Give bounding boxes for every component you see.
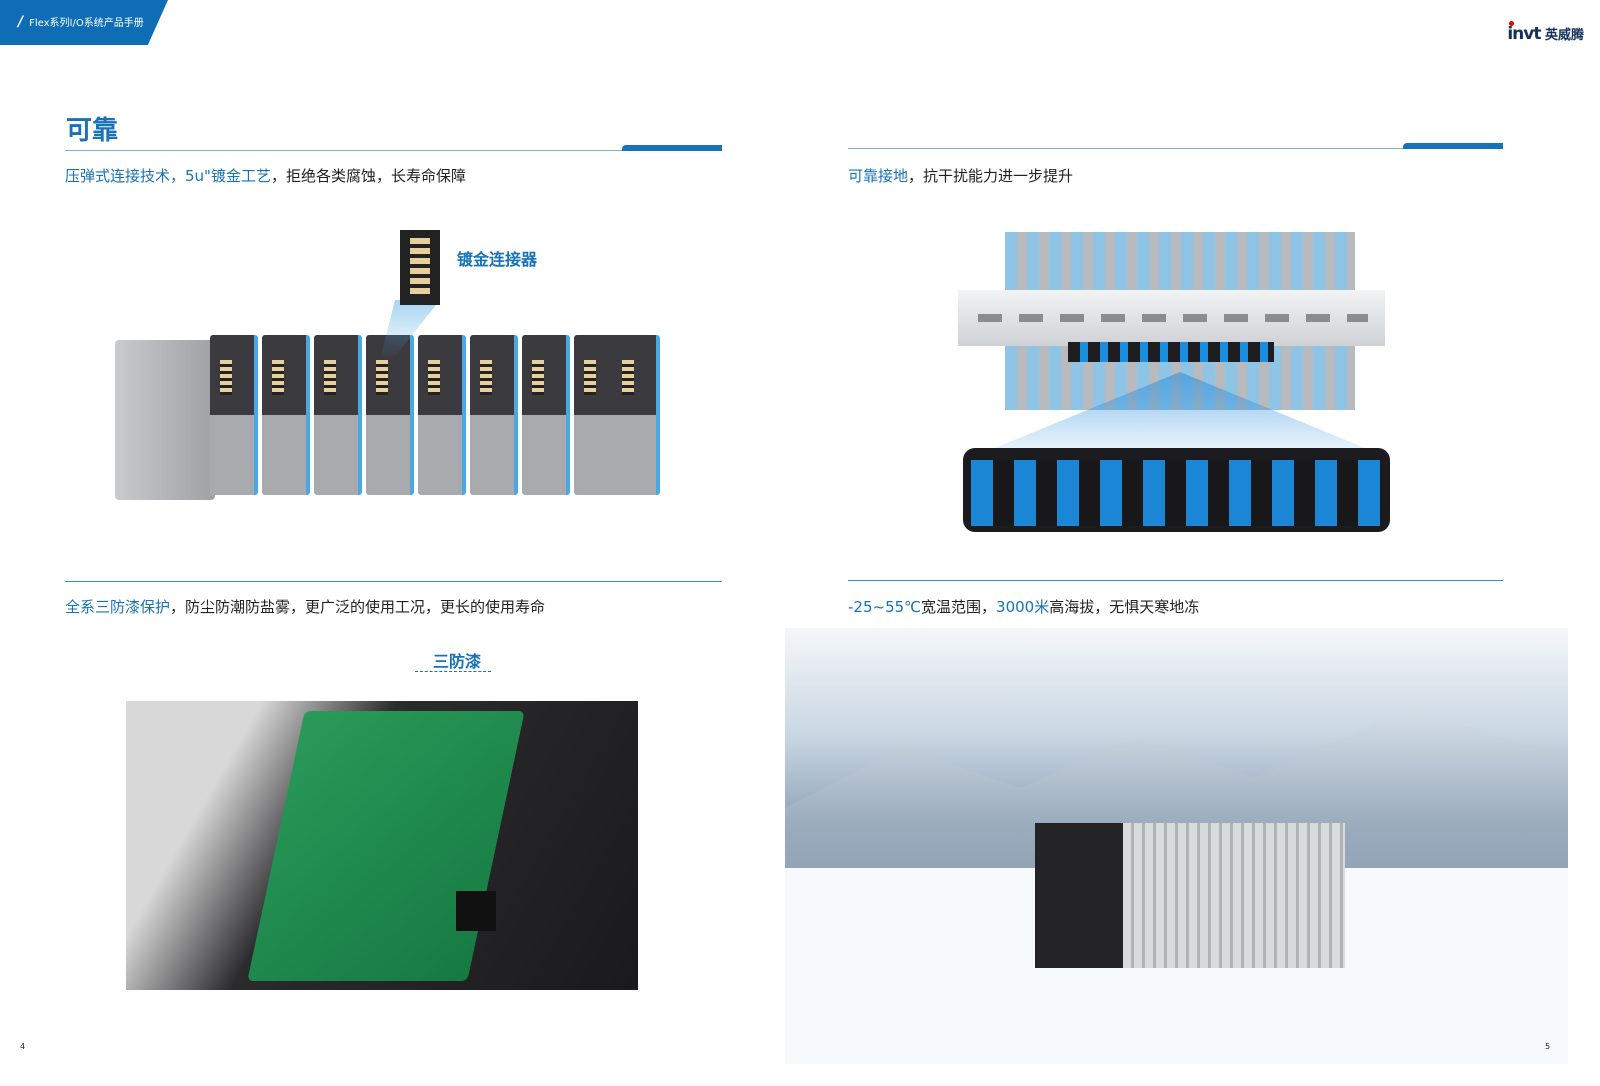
io-modules-image	[115, 335, 665, 507]
section-4-subtitle: -25~55℃宽温范围，3000米高海拔，无惧天寒地冻	[848, 598, 1200, 616]
snow-mountain-image	[785, 628, 1568, 1064]
grounding-contacts	[1068, 342, 1274, 362]
section-3-subtitle: 全系三防漆保护，防尘防潮防盐雾，更广泛的使用工况，更长的使用寿命	[65, 598, 546, 616]
divider	[65, 581, 722, 582]
conformal-coating-label: 三防漆	[433, 652, 482, 671]
din-rail	[958, 290, 1385, 346]
page-number-right: 5	[1545, 1042, 1551, 1051]
section-1-subtitle: 压弹式连接技术，5u"镀金工艺，拒绝各类腐蚀，长寿命保障	[65, 167, 466, 185]
gold-connector-label: 镀金连接器	[457, 250, 538, 269]
page-number-left: 4	[20, 1042, 26, 1051]
divider	[848, 580, 1503, 581]
grounding-closeup	[963, 448, 1390, 532]
brochure-title: Flex系列I/O系统产品手册	[29, 18, 144, 29]
gold-connector-closeup	[400, 230, 440, 305]
divider	[65, 145, 722, 151]
brochure-tab: /Flex系列I/O系统产品手册	[0, 0, 168, 45]
page-title: 可靠	[66, 116, 119, 146]
pcb-image	[126, 701, 638, 990]
logo-dot-icon	[1509, 21, 1515, 26]
section-2-subtitle: 可靠接地，抗干扰能力进一步提升	[848, 167, 1074, 185]
callout-line	[415, 671, 491, 672]
io-system-product	[1035, 823, 1345, 968]
divider	[848, 143, 1503, 149]
invt-logo: invt 英威腾	[1507, 21, 1584, 44]
